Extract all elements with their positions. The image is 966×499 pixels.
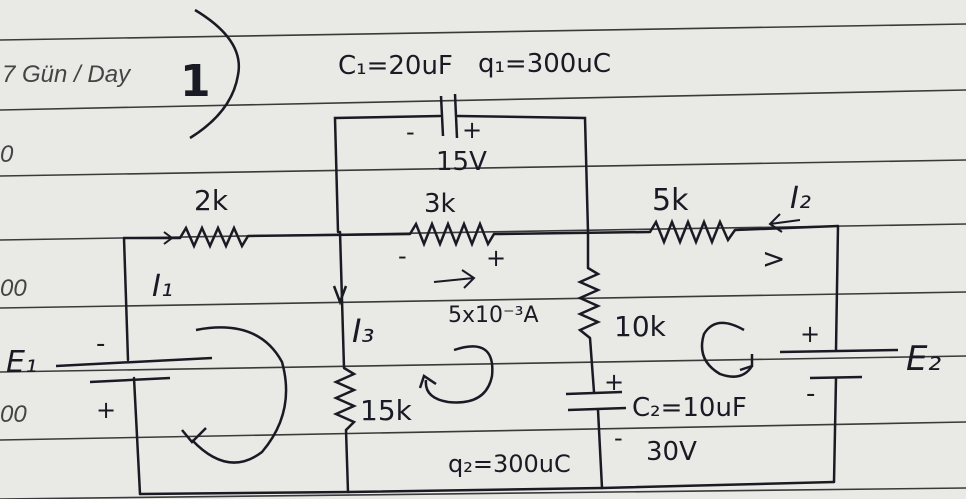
resistor-2k: [178, 224, 250, 250]
capacitor-plate: [453, 93, 459, 139]
c1-voltage: 15V: [436, 147, 487, 177]
c1-plus: +: [462, 116, 482, 144]
r-3k-label: 3k: [424, 189, 456, 219]
loop-arrow-icon: [424, 345, 494, 404]
c1-label: C₁=20uF: [338, 51, 453, 81]
resistor-3k: [408, 220, 500, 248]
battery-e1: [55, 356, 213, 384]
wire: [834, 224, 840, 352]
i2-arrow: >: [762, 242, 785, 275]
wire: [588, 336, 596, 394]
rule-line: [0, 355, 966, 373]
i3-label: I₃: [352, 312, 374, 350]
q2-label: q₂=300uC: [448, 450, 571, 478]
rule-line: [0, 421, 966, 441]
rule-line: [0, 487, 966, 499]
r-3k-plus: +: [486, 244, 506, 272]
capacitor-plate: [439, 95, 445, 137]
wire: [333, 114, 442, 234]
current-arrow-icon: [768, 213, 801, 233]
battery-e2: [779, 348, 899, 380]
r-15k-label: 15k: [360, 394, 413, 427]
e1-label: E₁: [6, 345, 37, 380]
r-10k-label: 10k: [614, 310, 667, 343]
rule-line: [0, 159, 966, 177]
battery-plate: [89, 376, 171, 384]
margin-number: 00: [0, 275, 27, 302]
e1-plus: +: [96, 396, 116, 424]
i1-label: I₁: [152, 269, 173, 304]
resistor-10k: [576, 266, 602, 339]
wire: [456, 114, 590, 234]
battery-plate: [779, 348, 899, 354]
loop-arrow-icon: [191, 326, 288, 464]
margin-number: 00: [0, 401, 27, 428]
day-label: 7 Gün / Day: [2, 61, 132, 88]
capacitor-plate: [565, 390, 623, 396]
current-arrow-icon: [332, 285, 348, 306]
capacitor-c1: [439, 93, 459, 139]
wire: [498, 230, 652, 236]
rule-line: [0, 89, 966, 111]
wire: [138, 480, 836, 496]
c2-plus: +: [604, 368, 624, 396]
loop-arrows: [181, 321, 754, 464]
wire: [122, 236, 130, 362]
ruled-lines: [0, 23, 966, 499]
current-arrow-icon: [150, 231, 174, 245]
wire: [733, 224, 840, 232]
wire: [344, 428, 350, 494]
i2-label: I₂: [790, 181, 811, 216]
r-2k-label: 2k: [194, 184, 229, 217]
c2-voltage: 30V: [646, 437, 697, 467]
e2-label: E₂: [906, 339, 941, 379]
rule-line: [0, 23, 966, 41]
loop-arrow-icon: [739, 354, 754, 372]
r-3k-minus: -: [398, 242, 407, 270]
rule-line: [0, 291, 966, 309]
wire: [246, 232, 412, 238]
c2-label: C₂=10uF: [632, 393, 747, 423]
day-number: 1: [180, 56, 211, 107]
loop-arrow-icon: [181, 427, 207, 444]
e1-minus: -: [96, 329, 105, 359]
capacitor-plate: [567, 406, 627, 412]
battery-plate: [809, 375, 863, 380]
wire: [132, 376, 142, 496]
margin-number: 0: [0, 141, 14, 168]
wire: [832, 376, 838, 484]
q1-label: q₁=300uC: [478, 49, 611, 79]
r-5k-label: 5k: [652, 183, 689, 218]
c2-minus: -: [614, 424, 623, 452]
resistor-15k: [332, 366, 358, 431]
e2-minus: -: [806, 379, 815, 409]
e2-plus: +: [800, 320, 820, 348]
loop-arrow-icon: [700, 321, 754, 378]
r-3k-current: 5x10⁻³A: [448, 303, 539, 328]
current-arrow-icon: [433, 269, 476, 289]
battery-plate: [55, 356, 213, 368]
resistor-5k: [648, 218, 737, 246]
capacitor-c2: [565, 390, 627, 412]
loop-arrow-icon: [418, 374, 437, 389]
c1-minus: -: [406, 118, 415, 146]
wire: [596, 408, 604, 490]
header-bracket: [189, 8, 241, 140]
